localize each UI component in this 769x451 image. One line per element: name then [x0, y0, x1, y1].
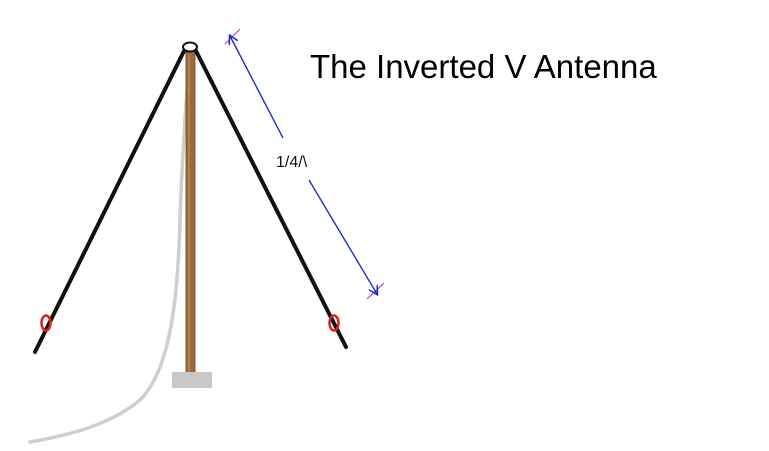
dimension-arrow-upper — [230, 36, 284, 139]
mast — [185, 51, 196, 375]
mast-base — [172, 372, 212, 388]
egg-insulator-icon — [40, 314, 52, 332]
feedpoint-ring-icon — [182, 41, 198, 53]
dimension-arrow-lower — [308, 179, 377, 294]
diagram-title: The Inverted V Antenna — [310, 48, 657, 85]
egg-insulator-icon — [328, 314, 340, 332]
feedline-cable — [28, 50, 192, 444]
quarter-wavelength-label: 1/4/\ — [276, 154, 308, 171]
antenna-wire-left — [33, 47, 187, 354]
antenna-wire-right — [193, 47, 348, 349]
